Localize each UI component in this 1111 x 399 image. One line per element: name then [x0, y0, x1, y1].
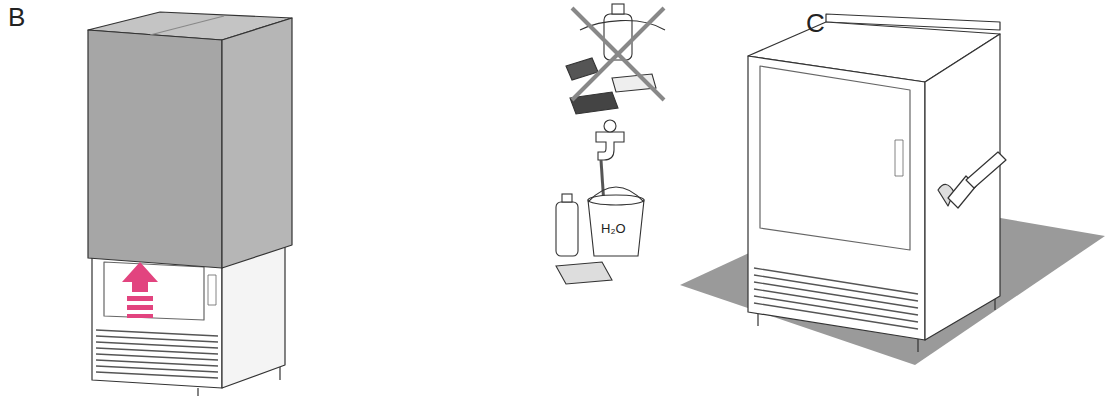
unit-front — [92, 255, 222, 388]
bucket-label: H₂O — [601, 222, 626, 235]
blast-chiller-c — [680, 14, 1105, 365]
control-panel — [208, 275, 216, 305]
grille-line — [754, 296, 918, 322]
detergent-bottle — [556, 202, 578, 256]
leg — [917, 339, 918, 352]
bucket-rim — [588, 195, 644, 205]
box-front — [88, 30, 222, 268]
cloth — [556, 262, 612, 284]
control-panel — [895, 140, 903, 176]
leg — [757, 314, 758, 326]
arrow-head — [122, 262, 158, 292]
grille-line — [754, 268, 918, 294]
cross-line — [572, 8, 664, 100]
tap-handle — [604, 120, 616, 132]
grille-line — [754, 275, 918, 301]
tape-line — [150, 16, 224, 35]
grille-line — [96, 342, 218, 348]
unit-side — [925, 34, 1000, 340]
arrow-bar — [127, 305, 153, 310]
blast-chiller-b — [88, 12, 292, 396]
bucket-handle — [588, 187, 644, 202]
figure-letter: C — [806, 10, 825, 36]
grille-line — [96, 330, 218, 336]
lift-arrow — [122, 262, 158, 318]
cleaning-symbols — [556, 4, 665, 284]
grille-line — [96, 354, 218, 360]
grille-line — [96, 372, 218, 378]
figure-letter: B — [8, 4, 25, 30]
vent-grille — [96, 330, 218, 378]
scraper-handle — [966, 152, 1006, 188]
door-outline — [104, 262, 204, 320]
bottle-cap — [562, 194, 572, 202]
box-side — [222, 18, 292, 268]
leg — [197, 388, 198, 396]
vent-grille — [754, 268, 918, 329]
grille-line — [96, 360, 218, 366]
bucket — [588, 200, 644, 256]
grille-line — [754, 303, 918, 329]
arrow-bar — [127, 314, 153, 318]
grille-line — [96, 348, 218, 354]
grille-line — [754, 289, 918, 315]
unit-front — [748, 56, 925, 340]
grille-line — [754, 282, 918, 308]
bottle-cap — [612, 4, 624, 14]
grille-line — [96, 366, 218, 372]
leg — [279, 367, 280, 380]
leg — [994, 299, 995, 310]
grille-line — [96, 336, 218, 342]
tap — [596, 132, 624, 160]
cross-line — [572, 8, 664, 100]
arrow-bar — [127, 296, 153, 301]
door-outline — [760, 66, 910, 250]
